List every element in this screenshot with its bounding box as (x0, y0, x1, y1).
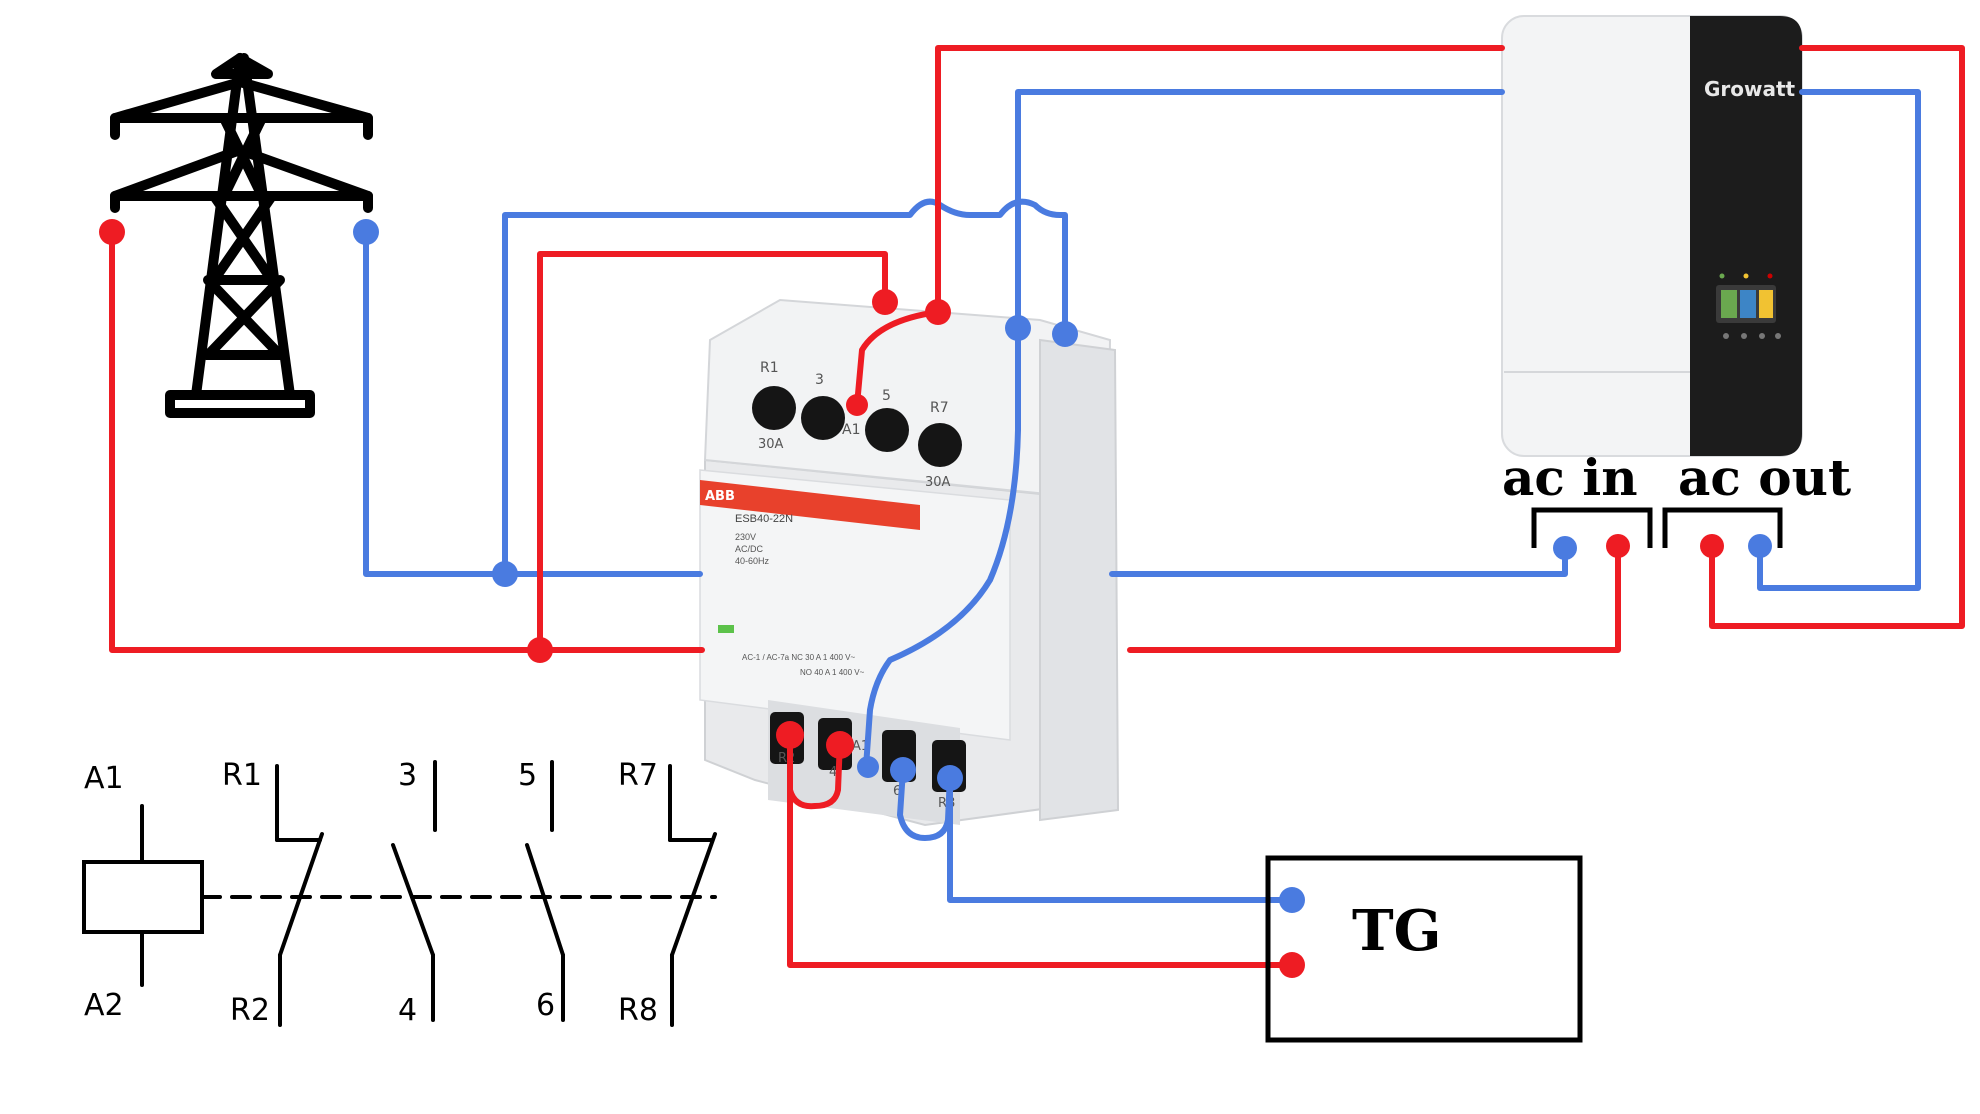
schematic-6: 6 (536, 988, 555, 1023)
contactor-device: ABB ESB40-22N 230V AC/DC 40-60Hz AC-1 / … (699, 298, 1120, 827)
wire-live-branch (537, 251, 888, 653)
wire-acin-neutral (1109, 545, 1568, 577)
schematic-r2: R2 (230, 993, 270, 1028)
schematic-5: 5 (518, 758, 537, 793)
wire-acin-live (1127, 543, 1621, 653)
wire-grid-live (109, 229, 705, 653)
wire-inverter-live-top (935, 45, 1505, 315)
contactor-brand: ABB (705, 489, 735, 504)
ac-terminals (1531, 507, 1783, 548)
ac-out-label: ac out (1678, 448, 1851, 507)
schematic-r8: R8 (618, 993, 658, 1028)
ac-out-terminal (1662, 507, 1783, 548)
wire-coil-neutral (863, 325, 1021, 770)
wire-grid-neutral (363, 229, 703, 577)
top-terminals (752, 386, 962, 467)
top-label-5: 5 (882, 388, 891, 404)
top-label-r1: R1 (760, 360, 779, 376)
a1-label-top: A1 (842, 422, 860, 438)
wires (109, 45, 1965, 968)
schematic-r1: R1 (222, 758, 262, 793)
contactor-schematic (82, 760, 717, 1027)
wire-jumper-blue (897, 767, 953, 841)
ac-in-label: ac in (1502, 448, 1638, 507)
connection-dots (99, 219, 1772, 978)
contactor-model: ESB40-22N (735, 513, 793, 525)
bottom-label-4: 4 (829, 765, 837, 780)
status-led (718, 625, 734, 633)
amp-label-left: 30A (758, 437, 784, 452)
panel-label: TG (1352, 898, 1442, 964)
contactor-spec-3: 40-60Hz (735, 556, 770, 566)
top-label-r7: R7 (930, 400, 949, 416)
schematic-a1: A1 (84, 761, 124, 796)
contactor-spec-1: 230V (735, 532, 756, 542)
wire-tg-live (787, 787, 1295, 968)
coil-symbol (82, 860, 204, 934)
wire-acout-neutral (1757, 89, 1921, 591)
inverter-brand: Growatt (1704, 77, 1796, 101)
distribution-panel (1265, 855, 1583, 1043)
top-label-3: 3 (815, 372, 824, 388)
contactor-spec-2: AC/DC (735, 544, 764, 554)
contactor-rating-2: NO 40 A 1 400 V~ (800, 668, 865, 677)
bottom-label-6: 6 (893, 784, 901, 799)
contactor-rating-1: AC-1 / AC-7a NC 30 A 1 400 V~ (742, 653, 856, 662)
schematic-r7: R7 (618, 758, 658, 793)
ac-in-terminal (1531, 507, 1653, 548)
schematic-3: 3 (398, 758, 417, 793)
inverter-device: Growatt (1501, 15, 1803, 457)
wire-inverter-neutral-top (1015, 89, 1505, 331)
wire-tg-neutral (947, 775, 1295, 903)
schematic-4: 4 (398, 993, 417, 1028)
wire-acout-live (1709, 45, 1965, 629)
wire-neutral-branch (502, 198, 1068, 577)
wire-coil-live (854, 309, 941, 408)
schematic-labels: A1 A2 R1 3 5 R7 R2 4 6 R8 (84, 758, 658, 1028)
amp-label-right: 30A (925, 475, 951, 490)
schematic-a2: A2 (84, 988, 124, 1023)
power-pylon-icon (110, 53, 373, 418)
